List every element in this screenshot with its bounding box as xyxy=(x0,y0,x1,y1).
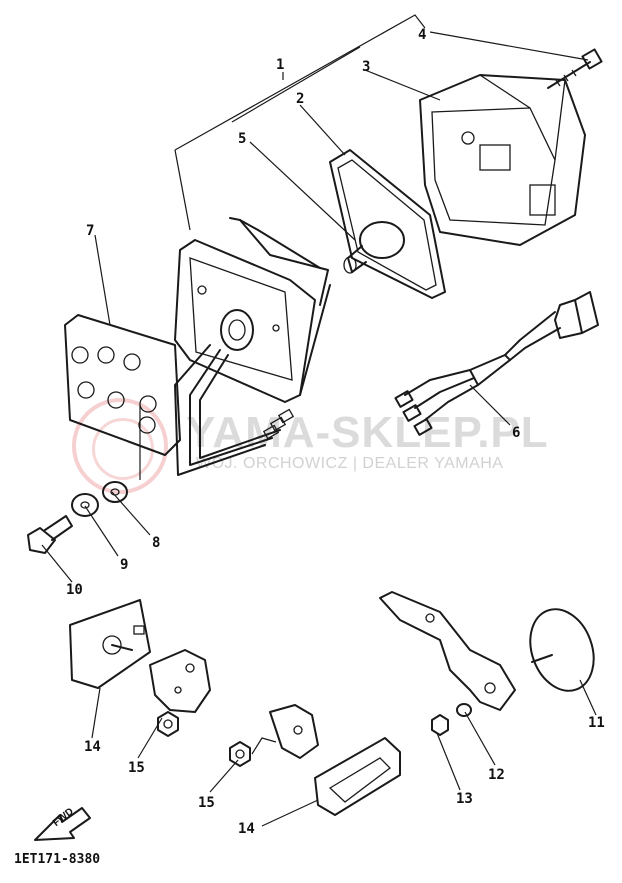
callout-6: 6 xyxy=(512,425,521,441)
washer-bolt-parts xyxy=(27,481,128,554)
callout-4: 4 xyxy=(418,27,427,43)
screw-part xyxy=(547,48,603,89)
watermark-subtext: WOJ. ORCHOWICZ | DEALER YAMAHA xyxy=(196,455,504,472)
callout-2: 2 xyxy=(296,91,305,107)
reflector-plate-part-lower xyxy=(314,737,401,816)
callout-14-upper: 14 xyxy=(84,739,101,755)
callout-9: 9 xyxy=(120,557,129,573)
callout-11: 11 xyxy=(588,715,605,731)
reference-code: 1ET171-8380 xyxy=(14,852,101,867)
gasket-part xyxy=(329,149,446,299)
housing-part xyxy=(174,217,331,403)
leader-lines xyxy=(41,14,597,827)
fwd-arrow-icon xyxy=(34,807,91,841)
callout-13: 13 xyxy=(456,791,473,807)
reflector-plate-part-upper xyxy=(69,599,151,689)
callout-15-lower: 15 xyxy=(198,795,215,811)
callout-7: 7 xyxy=(86,223,95,239)
bracket-part-upper xyxy=(149,649,211,737)
wire-harness-part xyxy=(394,291,599,436)
callout-10: 10 xyxy=(66,582,83,598)
socket-plate-part xyxy=(64,314,181,456)
rear-reflector-parts xyxy=(379,591,595,736)
callout-5: 5 xyxy=(238,131,247,147)
housing-wires xyxy=(174,344,295,476)
bracket-part-lower xyxy=(229,704,319,767)
watermark-logo-icon xyxy=(72,398,168,494)
callout-14-lower: 14 xyxy=(238,821,255,837)
callout-3: 3 xyxy=(362,59,371,75)
callout-15-upper: 15 xyxy=(128,760,145,776)
tail-lens-part xyxy=(419,74,586,246)
callout-12: 12 xyxy=(488,767,505,783)
bulb-part xyxy=(343,221,405,274)
watermark-text: YAMA-SKLEP.PL xyxy=(186,408,549,457)
callout-1: 1 xyxy=(276,57,285,73)
callout-8: 8 xyxy=(152,535,161,551)
